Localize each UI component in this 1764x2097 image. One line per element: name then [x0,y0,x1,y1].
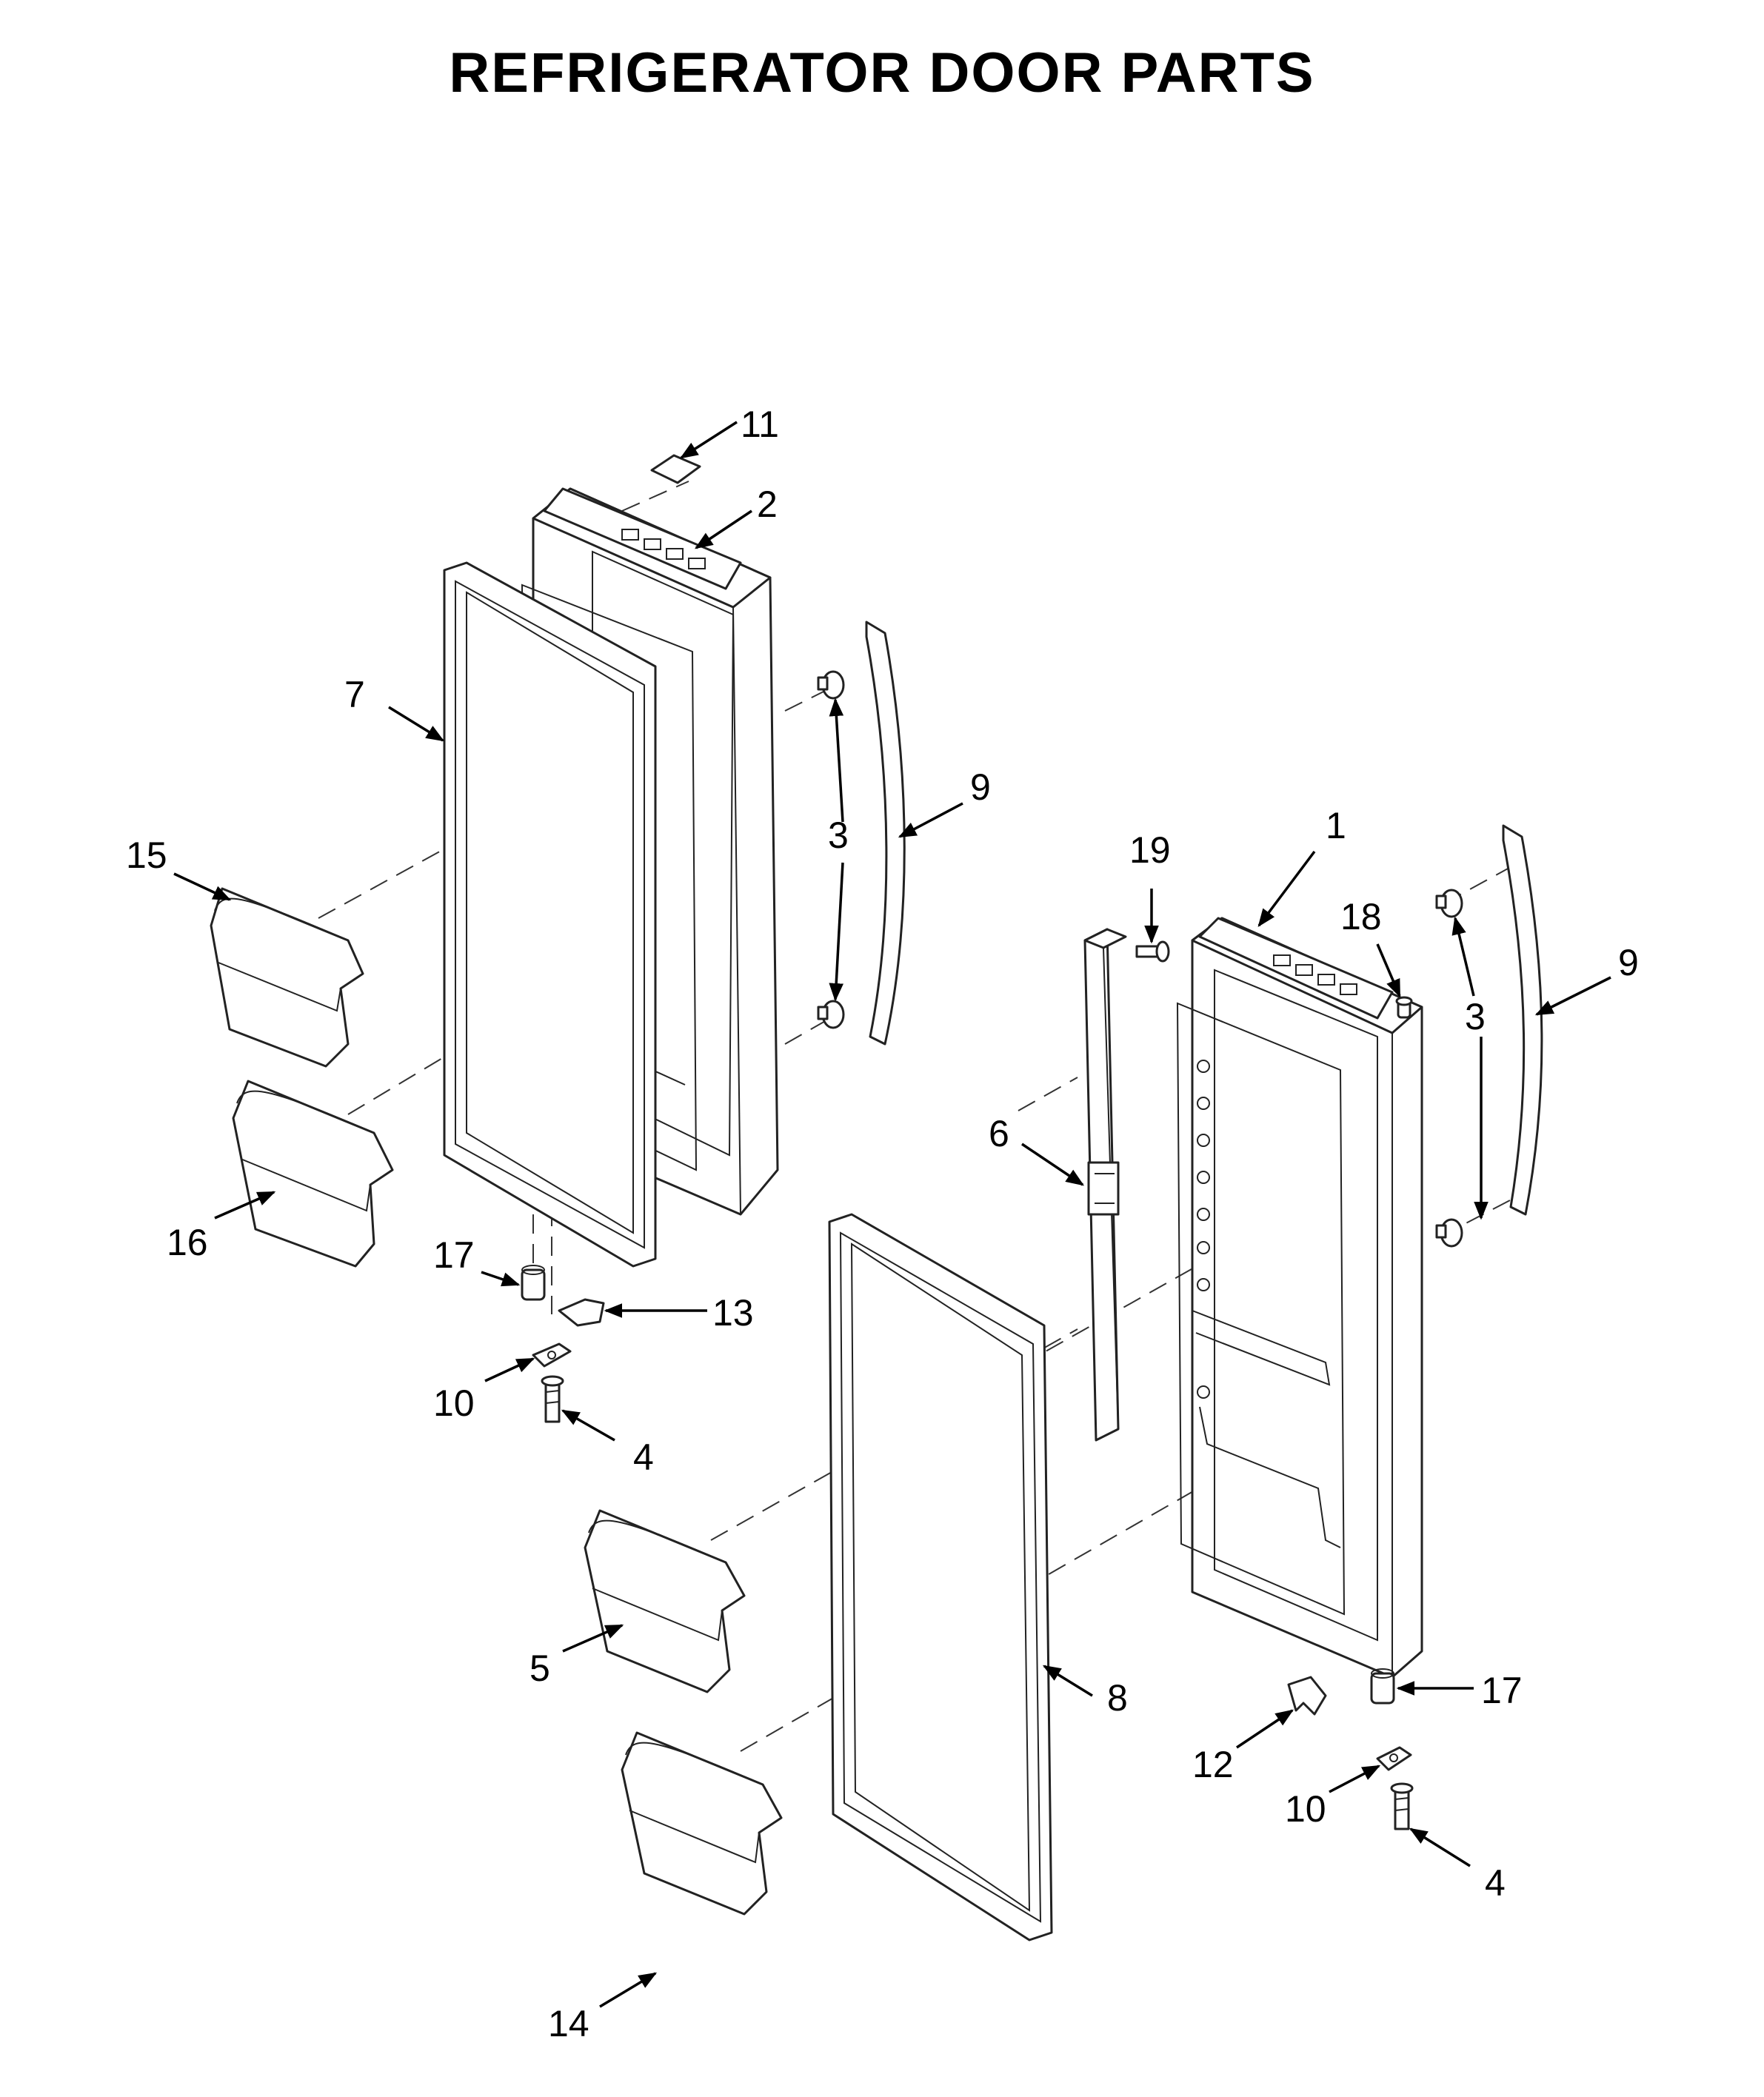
callout-4-left: 4 [633,1437,654,1478]
callout-6: 6 [989,1113,1009,1154]
left-door-bin-lower[interactable] [232,1080,394,1268]
callout-9-left: 9 [970,766,991,808]
diagram-title: REFRIGERATOR DOOR PARTS [449,41,1315,104]
callout-14: 14 [548,2003,589,2044]
left-hinge-plate[interactable] [532,1342,572,1368]
left-door-closer-cam[interactable] [558,1298,605,1327]
callout-17-left: 17 [433,1234,475,1276]
left-hinge-bushing[interactable] [521,1265,546,1301]
callout-18: 18 [1340,896,1382,937]
callout-12: 12 [1192,1744,1234,1785]
callout-1: 1 [1326,805,1346,846]
callout-4-right: 4 [1485,1862,1506,1904]
leader-lines [173,421,1611,2008]
callout-16: 16 [167,1222,208,1263]
callout-8: 8 [1107,1677,1128,1719]
left-door-gasket[interactable] [443,561,657,1268]
callout-3-right: 3 [1465,996,1486,1037]
callout-15: 15 [126,835,167,876]
callout-13: 13 [712,1292,754,1334]
right-door-inner-liner[interactable] [1176,1002,1346,1616]
mullion-screw[interactable] [1135,940,1170,963]
callout-9-right: 9 [1618,942,1639,983]
right-handle-mount-stud-upper[interactable] [1435,889,1463,918]
left-door-bin-upper[interactable] [210,887,364,1068]
callout-11: 11 [741,404,779,445]
center-flipper-mullion[interactable] [1083,928,1127,1442]
callout-labels: 11 2 7 3 9 15 16 17 13 10 4 19 1 18 3 9 … [126,404,1639,2044]
right-door-gasket[interactable] [828,1213,1053,1942]
callout-19: 19 [1129,829,1171,871]
right-door-hinge-pin[interactable] [1395,996,1413,1019]
left-door-top-cap[interactable] [543,487,742,590]
left-handle-mount-stud-upper[interactable] [817,670,845,700]
top-hinge-cover-seal[interactable] [650,454,701,484]
right-door-handle[interactable] [1502,824,1543,1216]
right-hinge-bushing[interactable] [1370,1668,1395,1705]
callout-5: 5 [529,1648,550,1689]
callout-10-right: 10 [1285,1788,1326,1830]
left-door-handle[interactable] [865,621,906,1046]
callout-10-left: 10 [433,1382,475,1424]
right-door-bin-upper[interactable] [584,1509,746,1693]
callout-2: 2 [757,484,778,525]
right-door-bin-lower[interactable] [621,1731,783,1916]
right-handle-mount-stud-lower[interactable] [1435,1218,1463,1248]
right-hinge-screw[interactable] [1390,1782,1414,1830]
left-hinge-screw[interactable] [541,1375,564,1423]
right-hinge-plate[interactable] [1376,1746,1412,1771]
callout-7: 7 [344,674,365,715]
right-door-closer-cam[interactable] [1287,1676,1327,1716]
left-handle-mount-stud-lower[interactable] [817,1000,845,1029]
callout-17-right: 17 [1481,1670,1523,1711]
callout-3-left: 3 [828,815,849,856]
